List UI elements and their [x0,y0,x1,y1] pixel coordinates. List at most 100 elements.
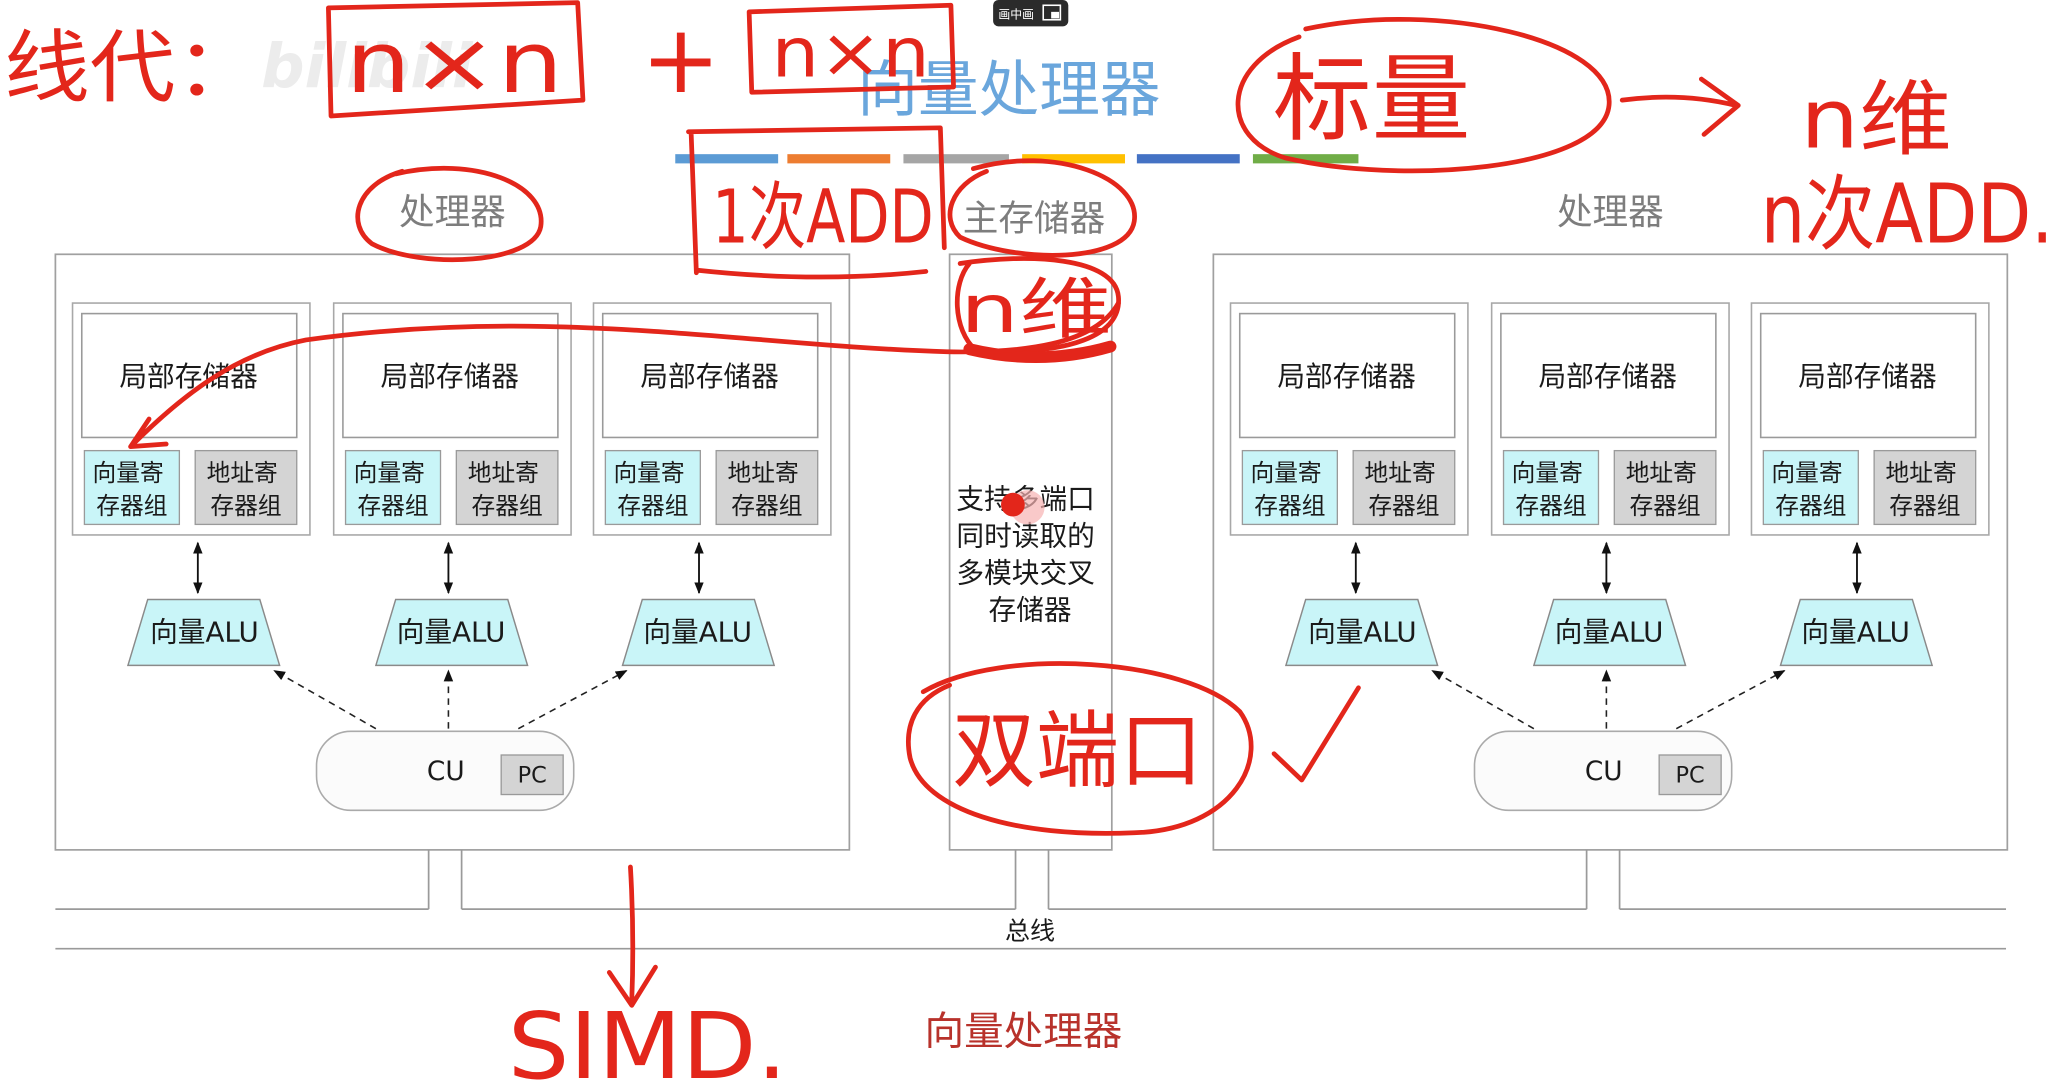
annotation-circle-scalar [1235,17,1612,174]
label-line: 存器组 [96,492,167,520]
description-line: 多模块交叉 [956,556,1094,589]
label-line: 地址寄 [1365,459,1436,487]
vector-register-label: 向量寄 存器组 [1512,459,1591,520]
local-memory-box [1238,312,1456,439]
vector-alu-label: 向量ALU [1801,616,1910,649]
address-register-file [194,449,298,526]
label-line: 存器组 [472,492,543,520]
vector-alu-label: 向量ALU [1308,616,1417,649]
label-line: 存器组 [1775,492,1846,520]
vector-alu [621,598,776,667]
vector-register-label: 向量寄 存器组 [1771,459,1850,520]
watermark-logo: bilibili [261,32,474,102]
vector-register-label: 向量寄 存器组 [354,459,433,520]
right-processor-label: 处理器 [1557,192,1664,233]
vector-alu-label: 向量ALU [397,616,506,649]
annotation-memory-n-dimensions: n维 [960,271,1112,348]
local-memory-box [80,312,298,439]
program-counter-label: PC [518,763,547,789]
vector-alu [1779,598,1934,667]
control-unit-label: CU [1585,757,1623,787]
local-memory-label: 局部存储器 [640,360,778,393]
label-line: 存器组 [1254,492,1325,520]
description-line: 同时读取的 [956,520,1094,553]
vector-alu-label: 向量ALU [1555,616,1664,649]
annotation-n-dimensions: n维 [1800,73,1952,168]
main-memory-label: 主存储器 [963,199,1105,240]
label-line: 向量寄 [354,459,425,487]
main-memory: 支持多端口 同时读取的 多模块交叉 存储器 [948,253,1113,851]
laser-pointer-dot [1001,490,1045,525]
annotation-box-one-add [686,125,947,280]
vector-register-file [344,449,442,526]
local-memory-label: 局部存储器 [1277,360,1415,393]
program-counter-label: PC [1676,763,1705,789]
bus-label: 总线 [1005,916,1055,945]
left-processor-label: 处理器 [399,192,506,233]
main-memory-description: 支持多端口 同时读取的 多模块交叉 存储器 [956,483,1103,627]
annotation-linear-algebra: 线代： [4,22,261,114]
control-unit-label: CU [427,757,465,787]
processing-unit-2: 局部存储器 向量寄 存器组 地址寄 存器组 [1490,302,1730,536]
local-memory-box [1759,312,1977,439]
local-memory-label: 局部存储器 [1538,360,1676,393]
vector-alu [1284,598,1439,667]
picture-in-picture-button[interactable]: 画中画 [993,0,1069,27]
vector-register-file [1241,449,1339,526]
annotation-matrix-right: n×n [772,13,930,93]
bus-taps [427,849,1621,910]
address-register-file [1613,449,1717,526]
vector-register-label: 向量寄 存器组 [93,459,172,520]
vector-register-file [1502,449,1600,526]
address-register-file [715,449,819,526]
left-processor: 局部存储器 向量寄 存器组 地址寄 存器组 局部存储器 向量寄 存器组 [54,253,851,851]
underline-segment [675,154,779,164]
annotation-load-arrow [128,300,1121,450]
underline-segment [903,154,1009,164]
underline-segment [1136,154,1240,164]
annotation-plus: + [641,5,721,115]
control-signal-arrow [1431,669,1535,730]
underline-segment [1252,154,1359,164]
slide-title: 向量处理器 [857,56,1160,126]
slide-caption: 向量处理器 [925,1009,1123,1055]
annotation-circle-processor [355,165,544,263]
annotation-matrix-left: n×n [346,14,564,112]
label-line: 向量寄 [1512,459,1583,487]
vector-alu [126,598,281,667]
label-line: 地址寄 [468,459,539,487]
control-signal-arrow [517,669,628,730]
label-line: 地址寄 [1886,459,1957,487]
annotation-circle-main-memory [947,158,1137,258]
label-line: 向量寄 [1771,459,1842,487]
annotation-one-add: 1次ADD [712,174,934,260]
description-line: 存储器 [989,593,1072,626]
address-register-file [1352,449,1456,526]
address-register-label: 地址寄 存器组 [1365,459,1444,520]
label-line: 存器组 [731,492,802,520]
annotation-circle-memory-n-dimensions [954,256,1121,354]
annotation-scalar: 标量 [1273,45,1471,155]
label-line: 存器组 [1515,492,1586,520]
local-memory-box [342,312,559,439]
annotation-n-adds: n次ADD. [1761,167,2054,262]
label-line: 向量寄 [93,459,164,487]
processing-unit-3: 局部存储器 向量寄 存器组 地址寄 存器组 [1750,302,1990,536]
title-underline-bar [675,154,1359,164]
vector-register-file [1762,449,1859,526]
annotation-right-arrow [1619,76,1741,137]
vector-register-file [83,449,181,526]
address-register-file [455,449,559,526]
label-line: 存器组 [210,492,281,520]
control-signal-arrow [1675,669,1786,730]
vector-register-file [604,449,701,526]
label-line: 向量寄 [613,459,684,487]
vector-alu-label: 向量ALU [643,616,752,649]
program-counter-box [500,754,564,796]
processor-frame [1212,253,2009,851]
vector-alu [1532,598,1687,667]
checkmark-icon [1271,685,1361,783]
annotation-circle-dual-port [906,661,1254,836]
local-memory-label: 局部存储器 [381,360,519,393]
annotation-down-arrow [606,864,658,1008]
